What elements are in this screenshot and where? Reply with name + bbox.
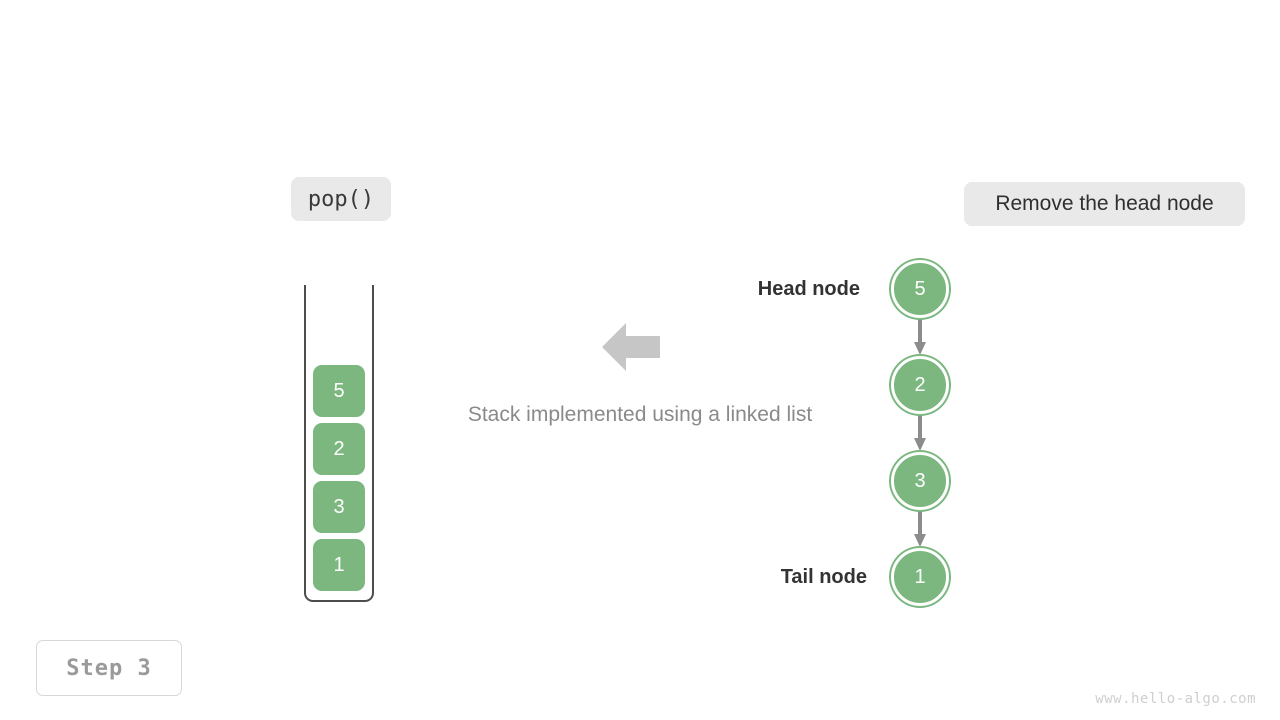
linked-list-node: 1 xyxy=(891,548,949,606)
left-arrow-icon xyxy=(602,323,660,371)
operation-badge: pop() xyxy=(291,177,391,221)
head-node-label: Head node xyxy=(757,278,860,300)
caption-text: Stack implemented using a linked list xyxy=(467,403,813,426)
link-arrow-icon xyxy=(914,414,926,451)
link-arrow-icon xyxy=(914,318,926,355)
stack-cell: 1 xyxy=(313,539,365,591)
stack-cell: 2 xyxy=(313,423,365,475)
linked-list-node: 2 xyxy=(891,356,949,414)
action-description-badge: Remove the head node xyxy=(964,182,1245,226)
step-indicator: Step 3 xyxy=(36,640,182,696)
linked-list-node: 5 xyxy=(891,260,949,318)
stack-container xyxy=(304,285,374,602)
linked-list-node: 3 xyxy=(891,452,949,510)
link-arrow-icon xyxy=(914,510,926,547)
stack-cell: 5 xyxy=(313,365,365,417)
watermark-text: www.hello-algo.com xyxy=(1095,691,1256,707)
stack-cell: 3 xyxy=(313,481,365,533)
tail-node-label: Tail node xyxy=(780,566,867,588)
